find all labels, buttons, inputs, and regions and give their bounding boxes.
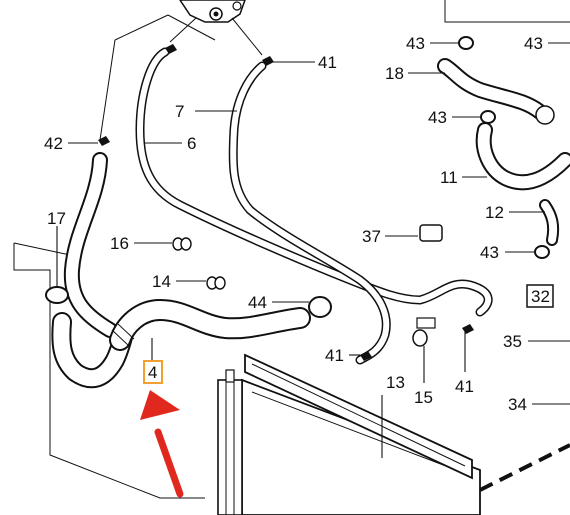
callout-labels: 41 6 7 42 17 16 14 44 41 37 13 15 41 43 … bbox=[44, 34, 543, 414]
callout-18: 18 bbox=[385, 64, 404, 83]
callout-7: 7 bbox=[175, 102, 184, 121]
hose-11 bbox=[475, 122, 570, 191]
callout-42: 42 bbox=[44, 134, 63, 153]
red-arrow-pointer bbox=[140, 390, 184, 498]
callout-12: 12 bbox=[485, 203, 504, 222]
callout-4-box: 4 bbox=[143, 360, 163, 384]
connector-12 bbox=[539, 199, 560, 246]
hose-18 bbox=[437, 58, 555, 125]
callout-43-b: 43 bbox=[524, 34, 543, 53]
callout-41-mid: 41 bbox=[325, 346, 344, 365]
callout-17: 17 bbox=[47, 209, 66, 228]
callout-43-a: 43 bbox=[406, 34, 425, 53]
callout-11: 11 bbox=[440, 168, 458, 187]
callout-44: 44 bbox=[248, 293, 267, 312]
callout-41-top: 41 bbox=[318, 53, 337, 72]
callout-32: 32 bbox=[531, 287, 550, 306]
callout-35: 35 bbox=[503, 332, 522, 351]
callout-15: 15 bbox=[414, 388, 433, 407]
outline-frames bbox=[13, 0, 570, 499]
hose-7 bbox=[228, 61, 391, 365]
hose-42 bbox=[63, 152, 118, 338]
callout-32-box: 32 bbox=[526, 284, 554, 308]
hose-4 bbox=[109, 299, 311, 351]
callout-34: 34 bbox=[508, 395, 527, 414]
callout-4: 4 bbox=[148, 363, 157, 382]
leader-lines bbox=[56, 42, 570, 458]
callout-41-right: 41 bbox=[455, 377, 474, 396]
thermostat-housing bbox=[167, 0, 263, 56]
callout-43-d: 43 bbox=[480, 243, 499, 262]
hose-6 bbox=[135, 47, 493, 317]
callout-14: 14 bbox=[152, 272, 171, 291]
clamps bbox=[45, 36, 550, 361]
radiator bbox=[217, 353, 570, 515]
callout-6: 6 bbox=[187, 134, 196, 153]
callout-37: 37 bbox=[362, 227, 381, 246]
callout-13: 13 bbox=[386, 373, 405, 392]
callout-43-c: 43 bbox=[428, 108, 447, 127]
callout-16: 16 bbox=[110, 234, 129, 253]
